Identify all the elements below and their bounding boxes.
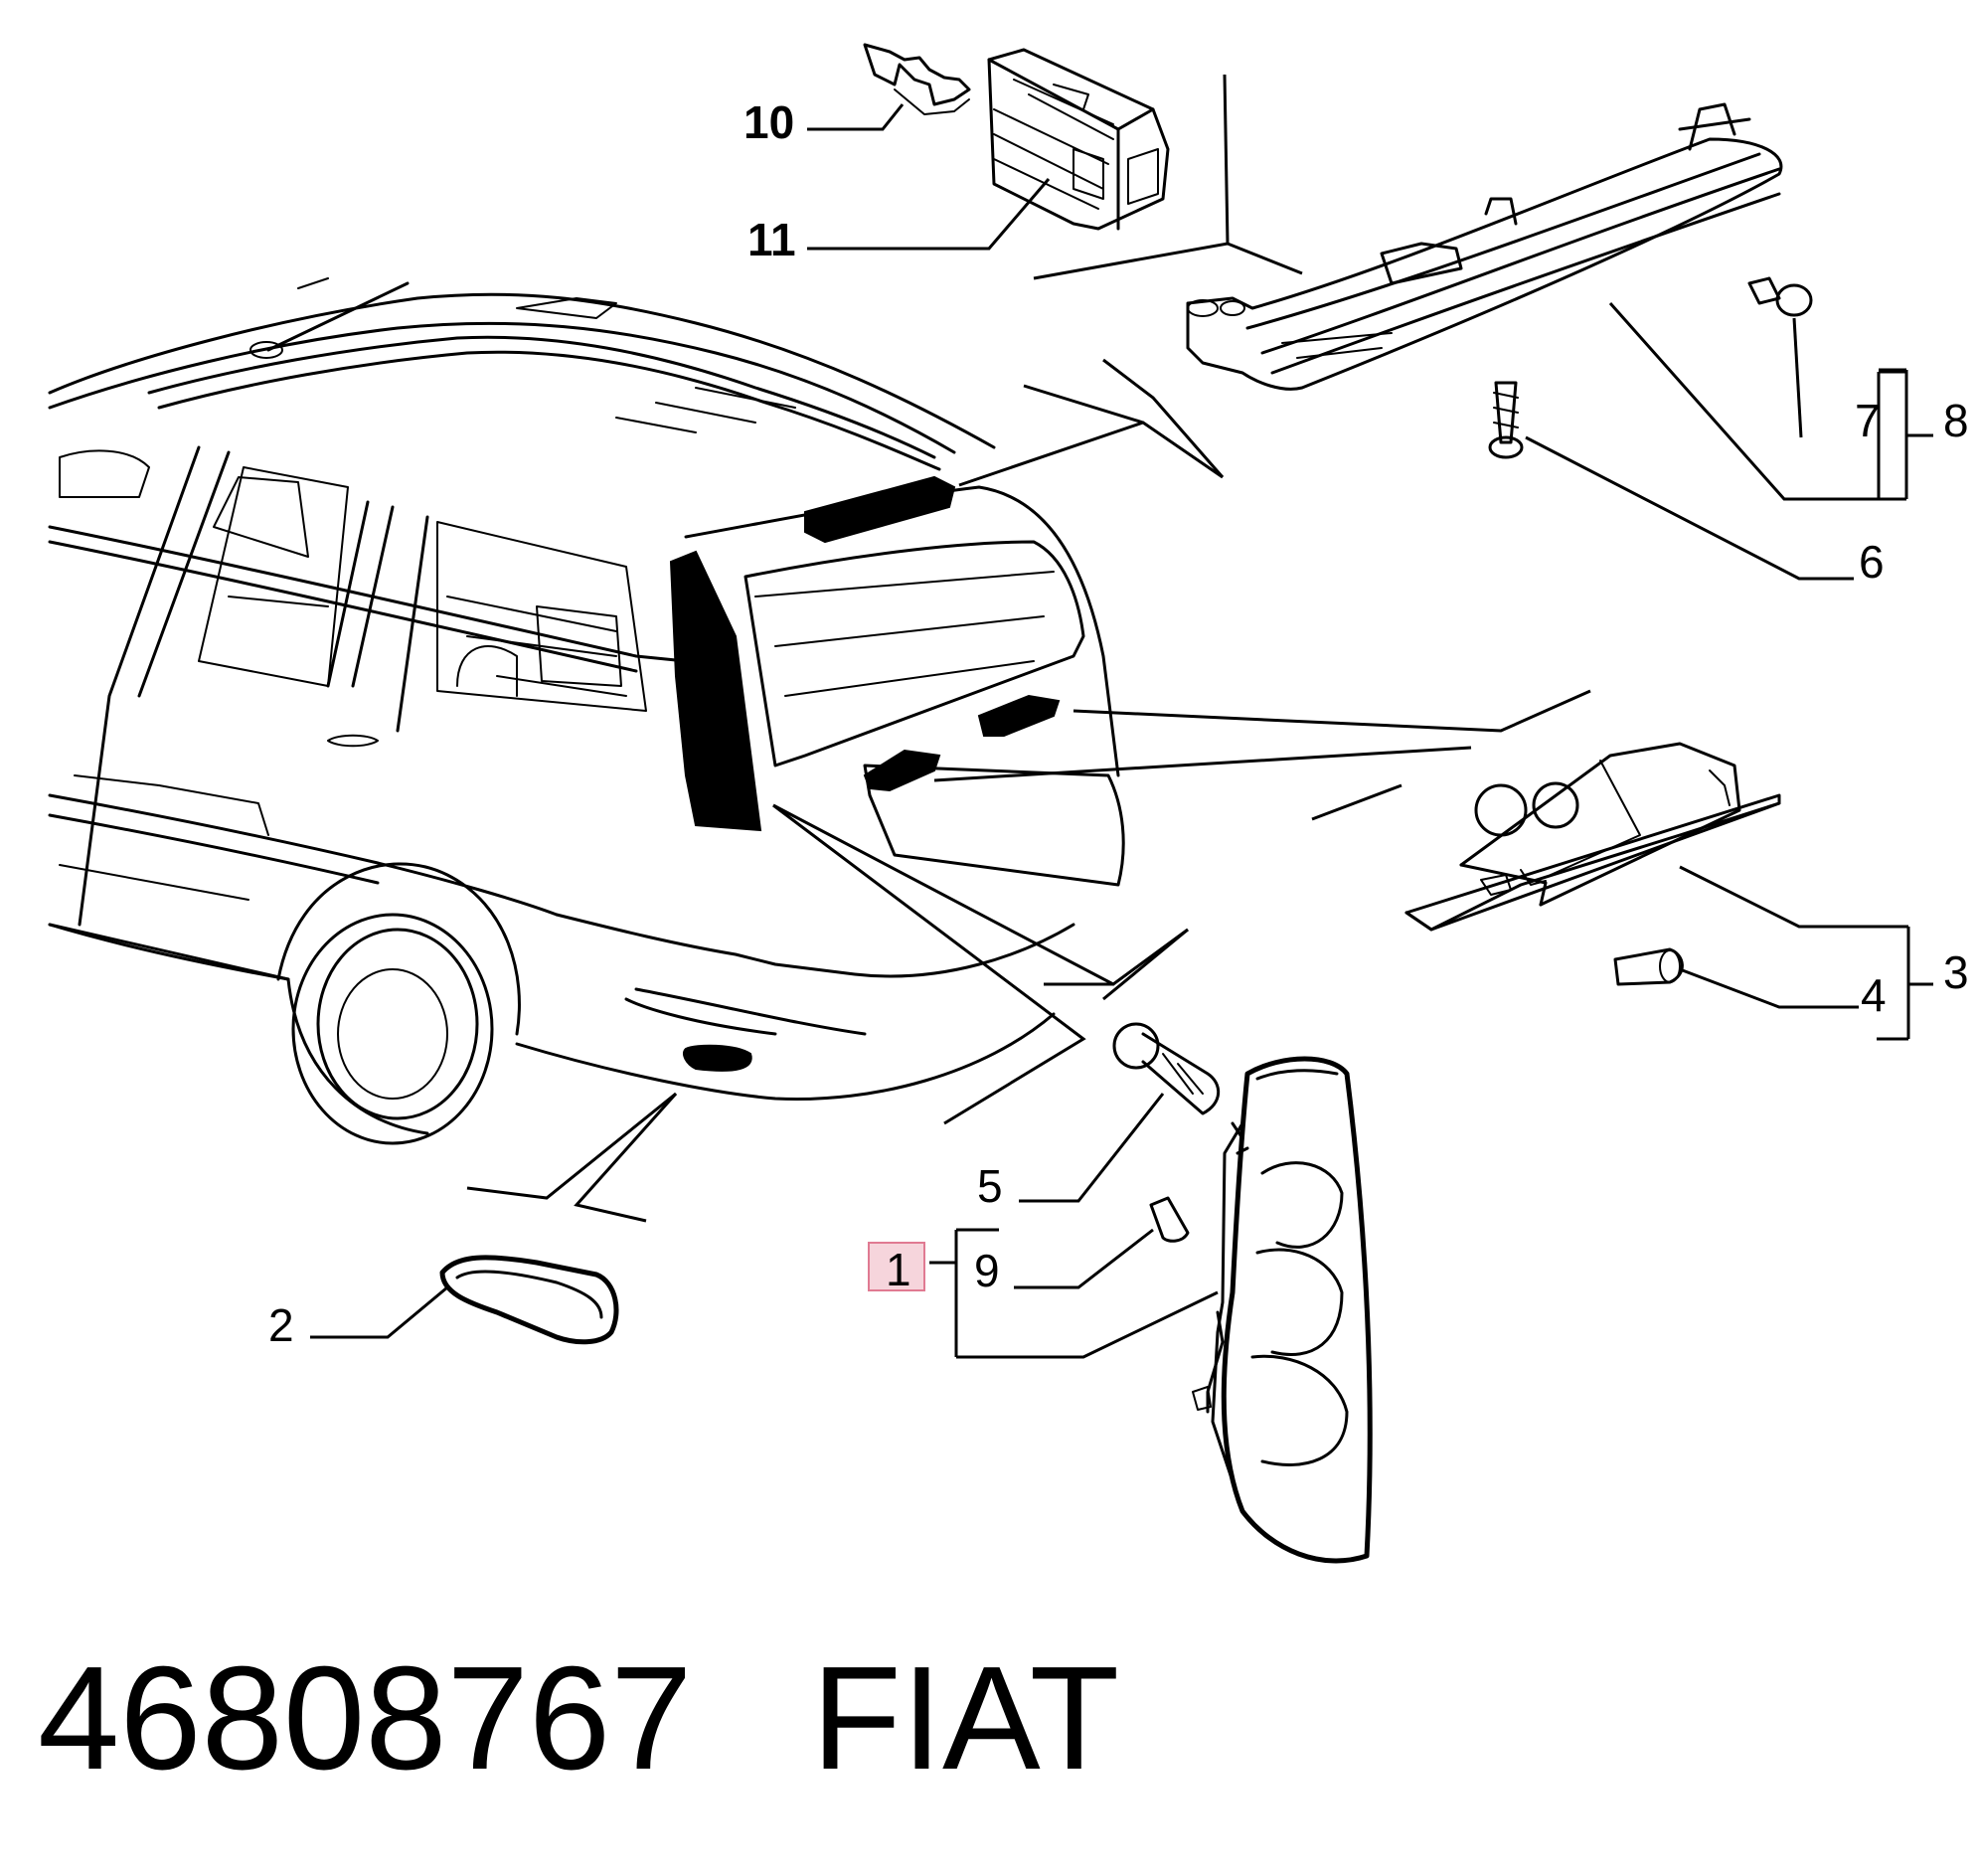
screw-part-6 <box>1488 381 1524 459</box>
part-number: 46808767 <box>38 1636 693 1800</box>
license-plate-lamp-part-3 <box>1404 742 1781 932</box>
tail-light-part-1 <box>1192 1056 1373 1564</box>
callout-3: 3 <box>1943 946 1969 998</box>
small-bulb-part-9 <box>1149 1196 1190 1243</box>
callout-8: 8 <box>1943 395 1969 446</box>
station-wagon-rear-view <box>48 277 1125 1145</box>
highlighted-callout-box <box>868 1242 925 1291</box>
leader-lines <box>310 74 1933 1359</box>
brand-name: FIAT <box>811 1636 1120 1800</box>
callout-2: 2 <box>268 1299 294 1351</box>
wedge-bulb-part-7 <box>1747 276 1813 317</box>
callout-11: 11 <box>747 214 796 265</box>
callout-9: 9 <box>974 1245 1000 1296</box>
callout-5: 5 <box>977 1160 1003 1212</box>
callout-1: 1 <box>886 1244 911 1295</box>
callout-6: 6 <box>1859 536 1885 588</box>
callout-10: 10 <box>743 96 795 148</box>
small-bulb-part-4 <box>1613 947 1684 986</box>
bulb-part-5 <box>1112 1022 1221 1115</box>
rear-reflector-part-2 <box>439 1255 619 1345</box>
third-brake-light-assembly <box>1186 102 1783 391</box>
terminal-clip-part-10 <box>863 43 971 115</box>
callout-7: 7 <box>1855 395 1881 446</box>
callout-4: 4 <box>1861 969 1887 1021</box>
connector-housing-part-11 <box>987 48 1170 231</box>
